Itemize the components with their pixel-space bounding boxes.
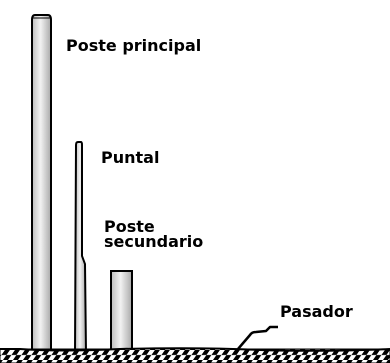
label-secondary-post-line2: secundario: [104, 232, 204, 251]
label-pin: Pasador: [280, 302, 353, 321]
main-post: [31, 14, 52, 354]
pin: [237, 325, 278, 350]
label-secondary-post: Poste secundario: [104, 217, 204, 251]
ground-surface: [0, 347, 390, 352]
label-main-post: Poste principal: [66, 36, 202, 55]
label-strut: Puntal: [101, 148, 160, 167]
secondary-post: [110, 270, 133, 354]
strut: [73, 141, 88, 354]
label-secondary-post-line1: Poste: [104, 217, 155, 236]
